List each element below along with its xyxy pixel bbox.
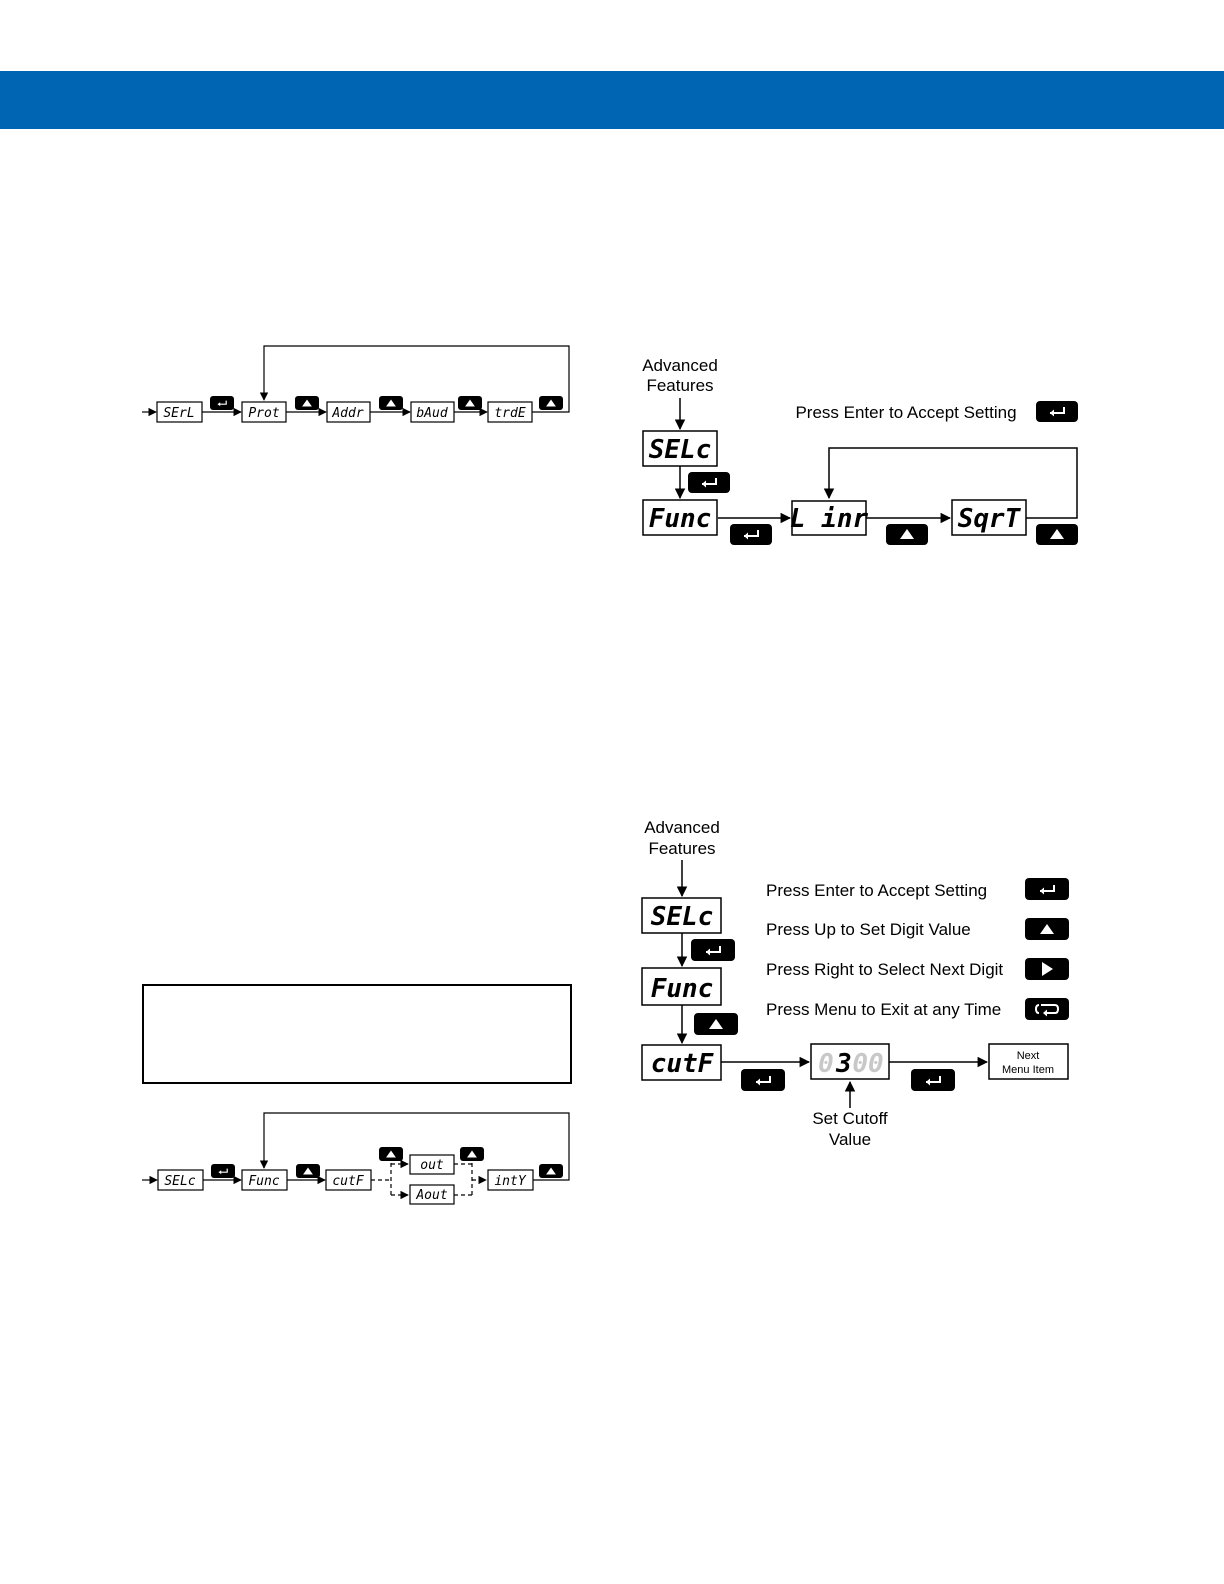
func-flow-item-func: Func bbox=[649, 504, 712, 534]
cutoff-value-dim-right: 00 bbox=[852, 1049, 883, 1079]
up-arrow-key-icon bbox=[694, 1013, 738, 1035]
enter-key-icon bbox=[730, 524, 772, 545]
up-arrow-key-icon bbox=[886, 524, 928, 545]
header-band bbox=[0, 71, 1224, 129]
enter-key-icon bbox=[691, 939, 735, 961]
serial-item-prot: Prot bbox=[248, 406, 279, 421]
enter-key-icon bbox=[911, 1069, 955, 1091]
serial-item-baud: bAud bbox=[416, 406, 447, 421]
cutoff-flow-label-bottom: Features bbox=[648, 839, 715, 858]
small-flow-item-func: Func bbox=[248, 1174, 279, 1189]
up-arrow-key-icon bbox=[295, 396, 319, 410]
small-flow-item-aout: Aout bbox=[415, 1188, 447, 1203]
func-flow-label-bottom: Features bbox=[646, 376, 713, 395]
enter-key-icon bbox=[741, 1069, 785, 1091]
func-flow-hint-enter: Press Enter to Accept Setting bbox=[795, 403, 1016, 422]
up-arrow-key-icon bbox=[1036, 524, 1078, 545]
small-flow-item-out: out bbox=[420, 1158, 444, 1173]
cutoff-hint-enter: Press Enter to Accept Setting bbox=[766, 881, 987, 900]
enter-key-icon bbox=[210, 396, 234, 410]
cutoff-value-dim-left: 0 bbox=[818, 1049, 834, 1079]
func-flow-item-linr: L inr bbox=[790, 504, 869, 534]
func-flow-item-sqrt: SqrT bbox=[958, 504, 1022, 534]
next-menu-item-bottom: Menu Item bbox=[1002, 1064, 1054, 1076]
func-flow-label-top: Advanced bbox=[642, 356, 718, 375]
serial-item-addr: Addr bbox=[331, 406, 363, 421]
small-flow-item-cutf: cutF bbox=[332, 1174, 364, 1189]
small-func-flow bbox=[142, 1112, 570, 1205]
set-cutoff-caption-top: Set Cutoff bbox=[812, 1109, 888, 1128]
serial-item-trde: trdE bbox=[494, 406, 525, 421]
set-cutoff-caption-bottom: Value bbox=[829, 1130, 871, 1149]
note-box bbox=[142, 984, 572, 1084]
func-flow-lines bbox=[642, 398, 1078, 536]
up-arrow-key-icon bbox=[460, 1147, 484, 1161]
up-arrow-key-icon bbox=[539, 396, 563, 410]
up-arrow-key-icon bbox=[296, 1164, 320, 1178]
cutoff-flow-item-cutf: cutF bbox=[651, 1049, 715, 1079]
small-flow-item-selc: SELc bbox=[164, 1174, 195, 1189]
cutoff-value-active-digit: 3 bbox=[835, 1049, 852, 1079]
enter-key-icon bbox=[1025, 878, 1069, 900]
up-arrow-key-icon bbox=[379, 1147, 403, 1161]
right-arrow-key-icon bbox=[1025, 958, 1069, 980]
cutoff-hint-menu: Press Menu to Exit at any Time bbox=[766, 1000, 1001, 1019]
enter-key-icon bbox=[688, 472, 730, 493]
next-menu-item-top: Next bbox=[1017, 1050, 1040, 1062]
menu-key-icon bbox=[1025, 998, 1069, 1020]
serial-item-serl: SErL bbox=[163, 406, 194, 421]
enter-key-icon bbox=[211, 1164, 235, 1178]
up-arrow-key-icon bbox=[539, 1164, 563, 1178]
cutoff-hint-right: Press Right to Select Next Digit bbox=[766, 960, 1003, 979]
cutoff-flow-lines bbox=[641, 860, 1069, 1108]
func-flow-item-selc: SELc bbox=[649, 435, 712, 465]
serial-flow bbox=[142, 345, 570, 423]
cutoff-flow-item-selc: SELc bbox=[651, 902, 714, 932]
small-flow-item-inty: intY bbox=[494, 1174, 526, 1189]
up-arrow-key-icon bbox=[379, 396, 403, 410]
cutoff-flow-label-top: Advanced bbox=[644, 818, 720, 837]
up-arrow-key-icon bbox=[1025, 918, 1069, 940]
enter-key-icon bbox=[1036, 401, 1078, 422]
cutoff-hint-up: Press Up to Set Digit Value bbox=[766, 920, 971, 939]
up-arrow-key-icon bbox=[458, 396, 482, 410]
cutoff-flow-item-func: Func bbox=[651, 974, 714, 1004]
